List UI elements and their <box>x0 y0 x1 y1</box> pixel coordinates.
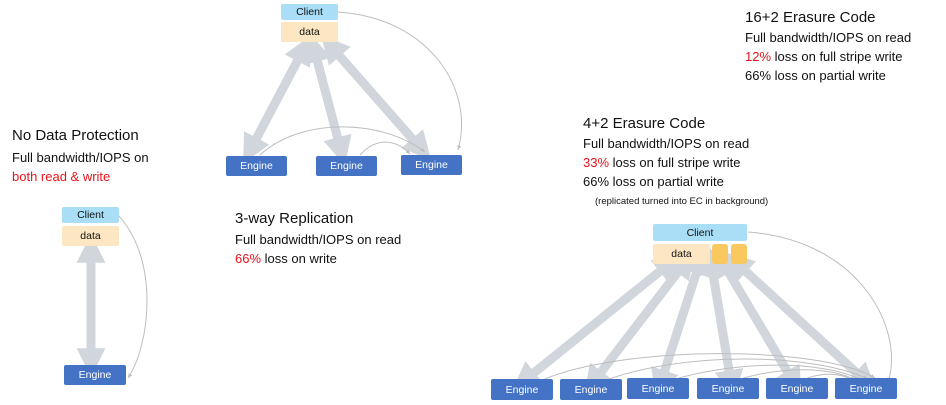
no-protection-title: No Data Protection <box>12 127 139 144</box>
thick-arrow <box>725 252 877 392</box>
thin-arrow <box>259 126 426 156</box>
thin-arrow <box>539 353 876 382</box>
thick-arrow <box>320 34 432 161</box>
engine-box: Engine <box>64 365 126 385</box>
ec-4-2-line2: 33% loss on full stripe write <box>583 155 741 170</box>
loss-text: loss on full stripe write <box>771 49 903 64</box>
engine-box: Engine <box>226 156 287 176</box>
replication-line2: 66% loss on write <box>235 251 337 266</box>
thick-arrow <box>303 33 352 166</box>
client-box: Client <box>281 4 338 20</box>
thin-arrow <box>337 11 462 151</box>
thin-arrow <box>667 364 863 382</box>
data-block: data <box>62 226 119 246</box>
thin-arrow <box>603 358 869 382</box>
thin-arrow <box>733 369 859 382</box>
no-protection-line1: Full bandwidth/IOPS on <box>12 150 149 165</box>
thick-arrow <box>243 35 311 164</box>
ec-4-2-line3: 66% loss on partial write <box>583 174 724 189</box>
ec-4-2-note: (replicated turned into EC in background… <box>595 196 769 207</box>
engine-box: Engine <box>766 378 828 399</box>
data-block: data <box>281 22 338 42</box>
engine-box: Engine <box>491 379 553 400</box>
ec-4-2-title: 4+2 Erasure Code <box>583 115 706 132</box>
thin-arrow <box>747 231 892 383</box>
engine-box: Engine <box>835 378 897 399</box>
replication-line1: Full bandwidth/IOPS on read <box>235 232 402 247</box>
thin-arrow <box>359 141 411 156</box>
loss-percent: 66% <box>235 251 262 266</box>
replication-title: 3-way Replication <box>235 210 354 227</box>
loss-text: loss on write <box>261 251 337 266</box>
ec-4-2-line1: Full bandwidth/IOPS on read <box>583 136 750 151</box>
ec-16-2-line2: 12% loss on full stripe write <box>745 49 903 64</box>
parity-block <box>712 244 728 264</box>
engine-box: Engine <box>697 378 759 399</box>
thick-arrow <box>651 246 710 398</box>
no-protection-line2: both read & write <box>12 169 111 184</box>
engine-box: Engine <box>401 155 462 175</box>
engine-box: Engine <box>560 379 622 400</box>
ec-16-2-line1: Full bandwidth/IOPS on read <box>745 30 912 45</box>
parity-block <box>731 244 747 264</box>
engine-box: Engine <box>316 156 377 176</box>
loss-percent: 33% <box>583 155 610 170</box>
ec-16-2-line3: 66% loss on partial write <box>745 68 886 83</box>
data-block: data <box>653 244 710 264</box>
ec-16-2-title: 16+2 Erasure Code <box>745 9 876 26</box>
engine-box: Engine <box>627 378 689 399</box>
client-box: Client <box>653 224 747 241</box>
loss-text: loss on full stripe write <box>609 155 741 170</box>
loss-percent: 12% <box>745 49 772 64</box>
client-box: Client <box>62 207 119 223</box>
thin-arrow <box>117 214 148 379</box>
